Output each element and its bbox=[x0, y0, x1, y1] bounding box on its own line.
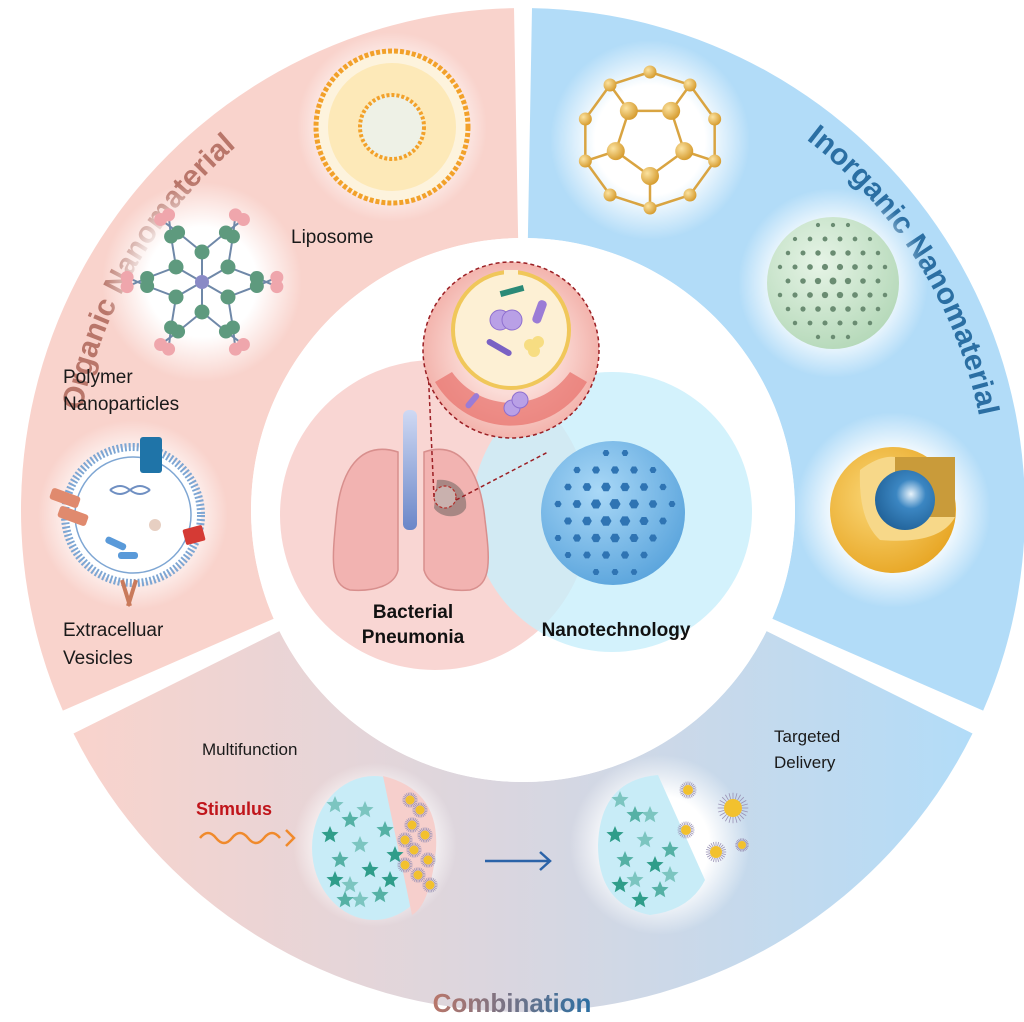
fullerene-icon bbox=[550, 40, 750, 240]
combination-segment-content: Multifunction Targeted Delivery Stimulus… bbox=[196, 727, 840, 1018]
core-shell-nanoparticle-icon bbox=[795, 412, 991, 608]
targeted-delivery-label-line2: Delivery bbox=[774, 753, 836, 772]
targeted-delivery-label-line1: Targeted bbox=[774, 727, 840, 746]
center-venn: Bacterial Pneumonia Nanotechnology bbox=[280, 261, 752, 670]
multifunction-label: Multifunction bbox=[202, 740, 297, 759]
polymer-label-line2: Nanoparticles bbox=[63, 394, 179, 415]
bacterial-pneumonia-label-line1: Bacterial bbox=[373, 602, 453, 623]
liposome-icon bbox=[297, 32, 487, 222]
targeted-delivery-particle-icon bbox=[570, 755, 750, 935]
stimulus-wave-icon bbox=[199, 831, 281, 845]
dendrimer-icon bbox=[102, 182, 302, 382]
nanotechnology-label: Nanotechnology bbox=[542, 620, 691, 641]
transition-arrow-icon bbox=[485, 851, 552, 871]
multifunction-particle-icon bbox=[293, 763, 457, 927]
stimulus-label: Stimulus bbox=[196, 799, 272, 819]
nanosphere-icon bbox=[541, 441, 685, 585]
lungs-icon bbox=[332, 410, 489, 592]
bacterial-pneumonia-label-line2: Pneumonia bbox=[362, 627, 465, 648]
liposome-label: Liposome bbox=[291, 227, 373, 248]
combination-segment bbox=[73, 631, 973, 1013]
extracellular-vesicles-label-line1: Extracelluar bbox=[63, 620, 164, 641]
vesicle-icon bbox=[38, 420, 228, 610]
extracellular-vesicles-label-line2: Vesicles bbox=[63, 648, 133, 669]
combination-title: Combination bbox=[433, 988, 592, 1018]
alveolus-infection-inset-icon bbox=[422, 261, 600, 501]
porous-silica-sphere-icon bbox=[738, 188, 928, 378]
polymer-label-line1: Polymer bbox=[63, 367, 133, 388]
organic-segment-content: Organic Nanomaterial Liposome Polymer Na… bbox=[38, 32, 487, 669]
